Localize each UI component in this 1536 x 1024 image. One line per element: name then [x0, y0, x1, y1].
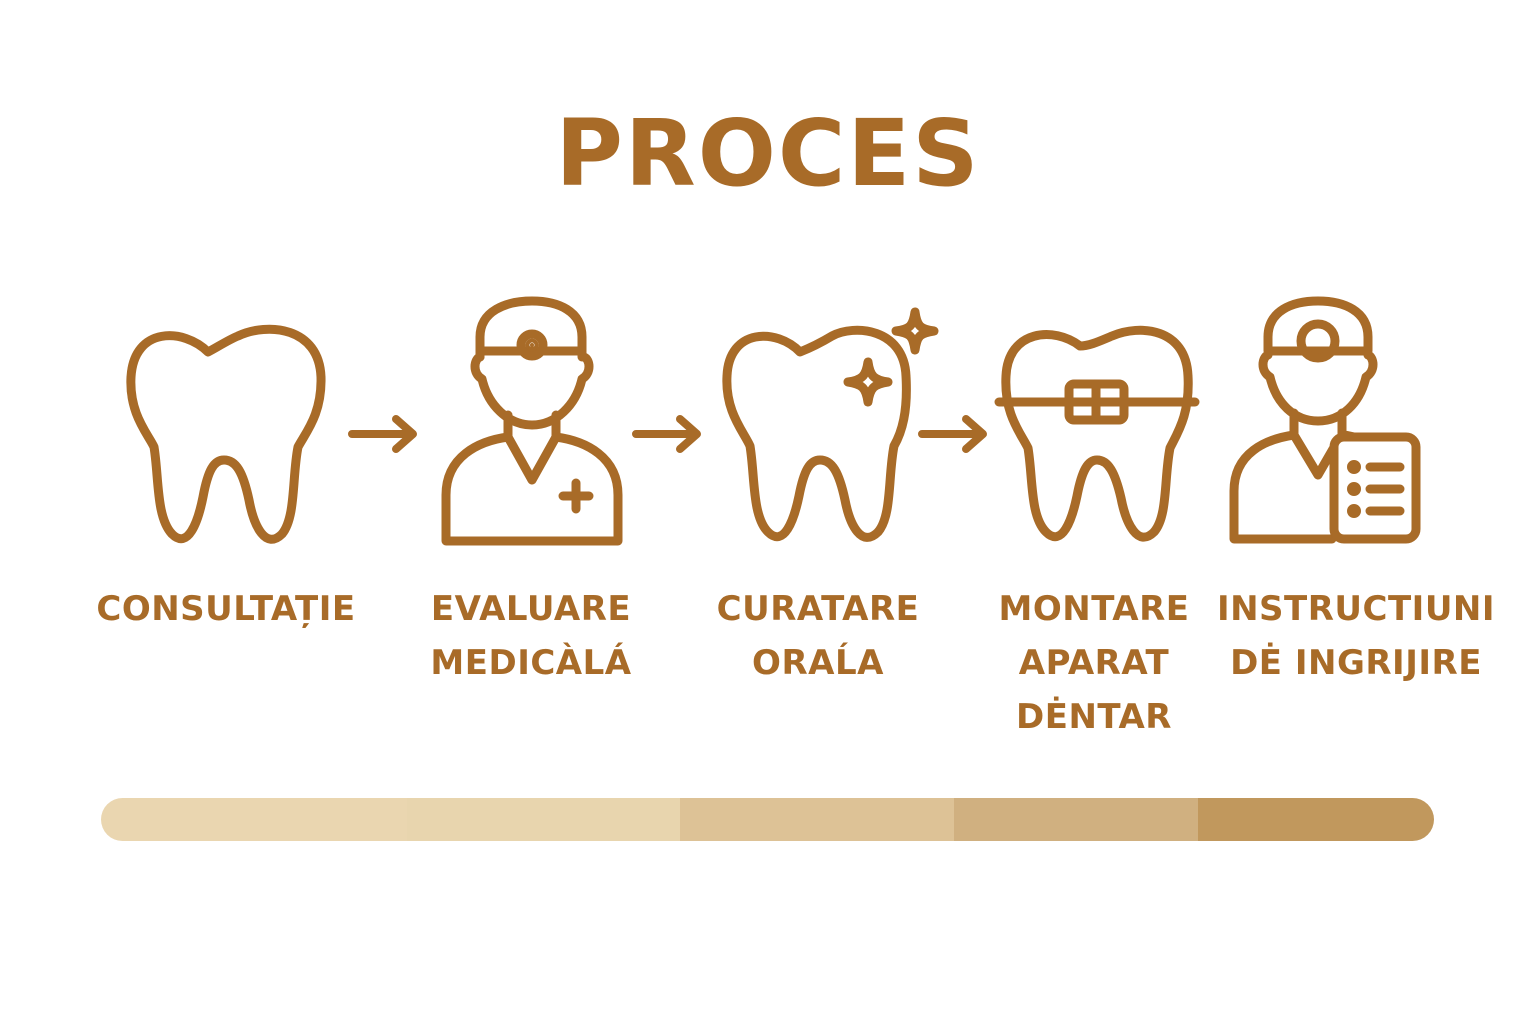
step-label-instructiuni-de-ingrijire: INSTRUCTIUNI DĖ INGRIJIRE [1216, 589, 1496, 683]
dentist-checklist-icon [1228, 296, 1422, 545]
page-title: PROCES [555, 100, 981, 207]
arrow-right-icon [348, 415, 418, 453]
step-label-consultatie: CONSULTAȚIE [96, 589, 356, 629]
dentist-icon [438, 296, 624, 547]
progress-segment [1198, 798, 1434, 841]
step-label-evaluare-medicala: EVALUARE MEDICÀLÁ [430, 589, 632, 683]
progress-segment [407, 798, 680, 841]
progress-segment [680, 798, 954, 841]
sparkling-tooth-icon [722, 306, 942, 544]
tooth-icon [126, 322, 326, 544]
arrow-right-icon [918, 415, 988, 453]
progress-segment [101, 798, 407, 841]
arrow-right-icon [632, 415, 702, 453]
step-label-curatare-orala: CURATARE ORAĹA [716, 589, 920, 683]
step-label-montare-aparat-dentar: MONTARE APARAT DĖNTAR [998, 589, 1190, 737]
tooth-braces-icon [994, 324, 1200, 544]
progress-segment [954, 798, 1198, 841]
progress-bar [101, 798, 1434, 841]
